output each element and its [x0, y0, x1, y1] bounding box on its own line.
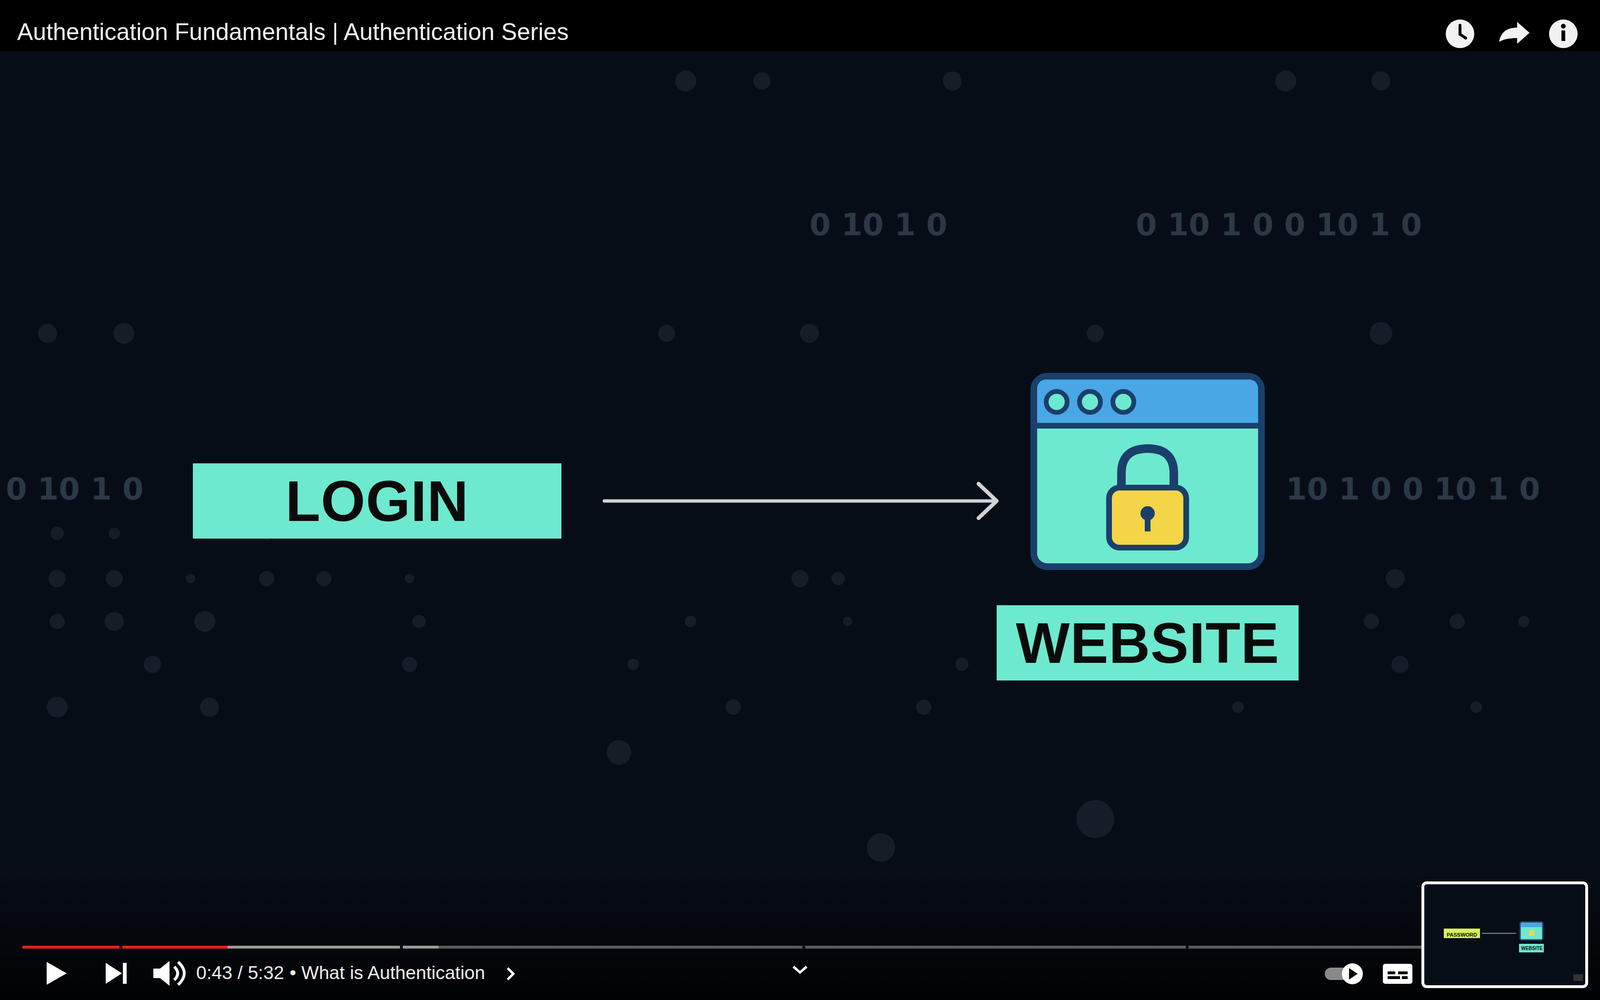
- login-box: LOGIN: [192, 463, 562, 539]
- video-title: Authentication Fundamentals | Authentica…: [17, 18, 569, 46]
- binary-digits: 0 10 1 0: [5, 471, 144, 507]
- box-label: LOGIN: [285, 468, 470, 534]
- website-node: WEBSITE: [996, 372, 1299, 680]
- chapter-title: • What is Authentication: [289, 962, 485, 984]
- thumbnail-label: WEBSITE: [1520, 945, 1544, 951]
- player-top-icons: [1438, 17, 1591, 52]
- binary-digits: 0 10 1 0 0 10 1 0: [1135, 207, 1422, 243]
- browser-lock-icon: [1030, 372, 1266, 571]
- website-label-box: WEBSITE: [996, 605, 1299, 681]
- thumbnail-label: PASSWORD: [1445, 931, 1479, 938]
- arrow-connector: [604, 483, 997, 519]
- box-label: WEBSITE: [1015, 610, 1280, 676]
- binary-digits: 0 10 1 0: [809, 207, 948, 243]
- video-time: 0:43 / 5:32: [196, 962, 284, 984]
- binary-digits: 10 1 0 0 10 1 0: [1285, 471, 1540, 507]
